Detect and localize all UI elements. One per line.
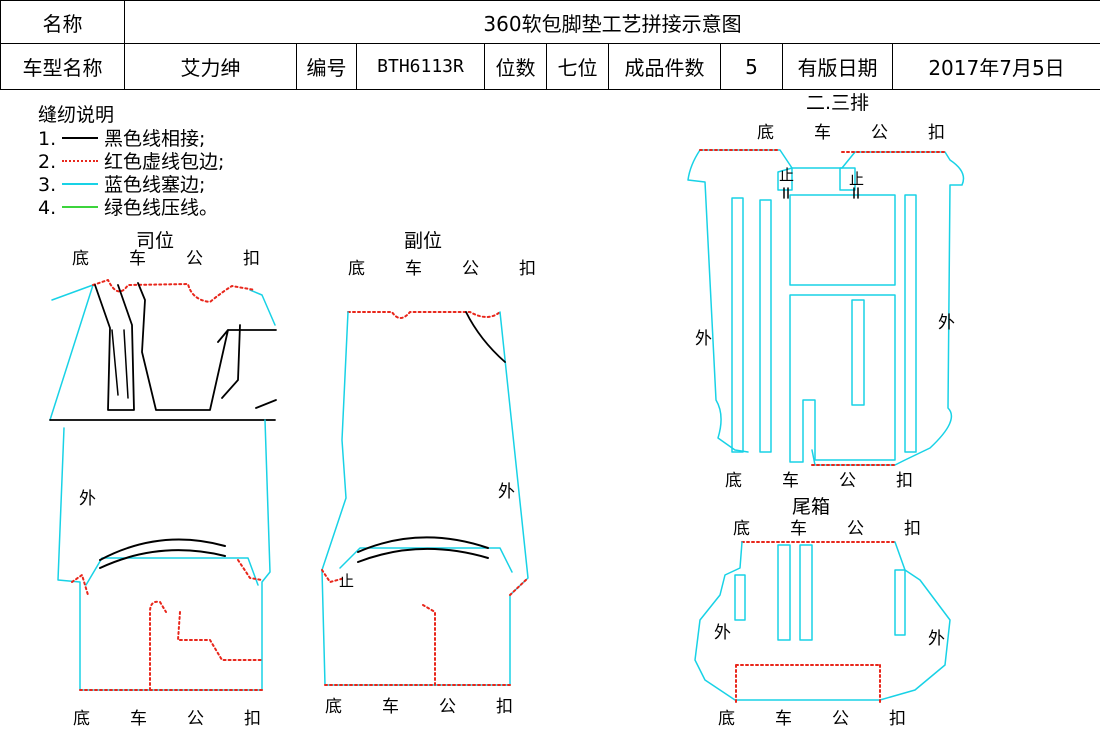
trunk-mat bbox=[694, 541, 951, 703]
legend-number: 1. bbox=[38, 128, 57, 150]
code-label: 编号 bbox=[296, 43, 357, 90]
document-title: 360软包脚垫工艺拼接示意图 bbox=[123, 0, 1100, 44]
driver-heel-seams bbox=[111, 329, 129, 399]
third-row-stop-marks bbox=[783, 187, 859, 199]
legend-text: 蓝色线塞边; bbox=[104, 174, 206, 196]
passenger-title: 副位 bbox=[404, 230, 443, 252]
passenger-side-red bbox=[321, 569, 529, 596]
legend-number: 4. bbox=[38, 197, 57, 219]
third-row-latch-cutouts bbox=[777, 167, 856, 191]
outer-label: 外 bbox=[714, 623, 731, 643]
snap-label: 底车公扣 bbox=[718, 709, 946, 729]
driver-foot-rest-seam bbox=[99, 538, 226, 569]
driver-mat bbox=[49, 279, 277, 691]
snap-label: 底车公扣 bbox=[73, 709, 301, 729]
passenger-bottom-red bbox=[324, 604, 511, 686]
header-table: 名称 360软包脚垫工艺拼接示意图 车型名称 艾力绅 编号 BTH6113R 位… bbox=[0, 0, 1100, 90]
sewing-legend: 缝纫说明 1. 黑色线相接; 2. 红色虚线包边; 3. 蓝色线塞边; 4. 绿色线压线… bbox=[38, 104, 224, 220]
trunk-bottom-red bbox=[735, 664, 881, 703]
snap-label: 底车公扣 bbox=[725, 471, 953, 491]
legend-item: 2. 红色虚线包边; bbox=[38, 151, 224, 174]
legend-title: 缝纫说明 bbox=[38, 104, 115, 126]
legend-item: 3. 蓝色线塞边; bbox=[38, 174, 224, 197]
stop-label: 止 bbox=[849, 170, 865, 188]
outer-label: 外 bbox=[79, 489, 96, 509]
passenger-foot-rest-seam bbox=[357, 536, 489, 563]
third-row-mat bbox=[687, 149, 965, 466]
passenger-corner-seam bbox=[465, 311, 506, 363]
outer-label: 外 bbox=[498, 482, 515, 502]
third-row-outline bbox=[687, 149, 965, 466]
legend-item: 1. 黑色线相接; bbox=[38, 128, 224, 151]
third-row-title: 二.三排 bbox=[806, 92, 870, 114]
date-label: 有版日期 bbox=[782, 43, 893, 90]
green-line-swatch bbox=[62, 205, 98, 208]
snap-label: 底车公扣 bbox=[348, 259, 576, 279]
passenger-top-edge bbox=[347, 311, 501, 319]
stop-label: 止 bbox=[779, 166, 795, 184]
pieces-value: 5 bbox=[720, 43, 783, 90]
red-dotted-swatch bbox=[62, 159, 98, 162]
legend-number: 2. bbox=[38, 151, 57, 173]
third-row-top-red bbox=[699, 149, 946, 153]
driver-lower-outline bbox=[57, 419, 271, 691]
trunk-title: 尾箱 bbox=[792, 496, 831, 518]
outer-label: 外 bbox=[928, 629, 945, 649]
outer-label: 外 bbox=[938, 313, 955, 333]
snap-label: 底车公扣 bbox=[325, 697, 553, 717]
driver-step-outline bbox=[85, 557, 259, 586]
passenger-mat bbox=[321, 311, 529, 686]
snap-label: 底车公扣 bbox=[72, 249, 300, 269]
legend-text: 红色虚线包边; bbox=[104, 151, 225, 173]
legend-text: 黑色线相接; bbox=[104, 128, 206, 150]
third-row-inner-panels bbox=[731, 194, 917, 463]
legend-item: 4. 绿色线压线。 bbox=[38, 197, 224, 220]
name-label: 名称 bbox=[0, 0, 125, 44]
trunk-inner-panels bbox=[734, 544, 906, 641]
pieces-label: 成品件数 bbox=[608, 43, 721, 90]
code-value: BTH6113R bbox=[356, 43, 485, 90]
legend-text: 绿色线压线。 bbox=[104, 197, 219, 219]
black-line-swatch bbox=[62, 136, 98, 139]
driver-title: 司位 bbox=[136, 230, 175, 252]
date-value: 2017年7月5日 bbox=[891, 43, 1100, 90]
driver-top-edge bbox=[92, 279, 256, 303]
legend-number: 3. bbox=[38, 174, 57, 196]
driver-bottom-red bbox=[79, 600, 263, 691]
driver-upper-left-edge bbox=[49, 284, 94, 421]
vehicle-label: 车型名称 bbox=[0, 43, 125, 90]
snap-label: 底车公扣 bbox=[733, 519, 961, 539]
stop-label: 止 bbox=[339, 572, 355, 590]
vehicle-value: 艾力绅 bbox=[124, 43, 297, 90]
seats-label: 位数 bbox=[484, 43, 547, 90]
driver-black-seams bbox=[49, 282, 277, 421]
cyan-line-swatch bbox=[62, 182, 98, 185]
trunk-outline bbox=[694, 541, 951, 701]
outer-label: 外 bbox=[695, 329, 712, 349]
driver-upper-right-edge bbox=[249, 289, 276, 326]
driver-side-red bbox=[71, 559, 263, 596]
snap-label: 底车公扣 bbox=[757, 123, 985, 143]
